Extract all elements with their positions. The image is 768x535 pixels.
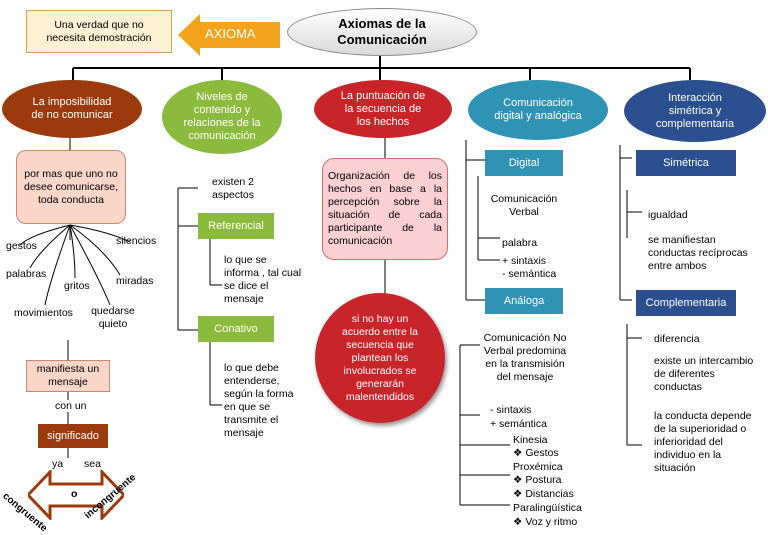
title-node: Axiomas de la Comunicación <box>287 8 477 56</box>
header-interaccion-text: Interacción simétrica y complementaria <box>655 91 735 130</box>
paraling-label: Paralingüística <box>513 502 582 514</box>
col1-box-text: por mas que uno no desee comunicarse, to… <box>24 167 118 206</box>
digital-text: Digital <box>508 157 540 169</box>
conativo-box: Conativo <box>198 316 274 342</box>
dig-text: Comunicación Verbal <box>490 193 558 218</box>
word-gritos: gritos <box>64 280 90 292</box>
col2-intro: existen 2 aspectos <box>212 176 255 201</box>
kinesia-label: Kinesia <box>513 434 548 446</box>
simetrica-box: Simétrica <box>636 150 736 176</box>
ya-label: ya <box>52 458 64 470</box>
digital-box: Digital <box>485 150 563 176</box>
con-text: lo que debe entenderse, según la forma e… <box>224 362 294 439</box>
col3-box: Organización de los hechos en base a la … <box>322 158 448 260</box>
word-gestos: gestos <box>6 240 37 252</box>
voz-label: ❖ Voz y ritmo <box>513 516 578 528</box>
semantica-label: - semántica <box>502 268 557 280</box>
semantica2-label: + semántica <box>490 418 547 430</box>
referencial-text: Referencial <box>208 220 264 232</box>
header-puntuacion-text: La puntuación de la secuencia de los hec… <box>340 89 426 128</box>
sintaxis2-label: - sintaxis <box>490 404 532 416</box>
simetrica-text: Simétrica <box>663 157 709 169</box>
analoga-box: Análoga <box>485 288 563 314</box>
con-un-label: con un <box>55 400 87 412</box>
comp-text1: existe un intercambio de diferentes cond… <box>654 355 754 393</box>
word-movimientos: movimientos <box>14 307 73 319</box>
header-niveles: Niveles de contenido y relaciones de la … <box>162 80 282 154</box>
sintaxis-label: + sintaxis <box>502 255 547 267</box>
palabra-label: palabra <box>502 237 538 249</box>
conativo-text: Conativo <box>214 323 258 335</box>
word-quedarse-quieto: quedarse quieto <box>91 305 135 330</box>
double-arrow-icon <box>28 470 124 520</box>
complementaria-box: Complementaria <box>636 290 736 316</box>
axioma-label: AXIOMA <box>205 26 256 41</box>
sim-text: se manifiestan conductas recíprocas entr… <box>648 234 748 272</box>
proxemica-label: Proxémica <box>513 461 563 473</box>
header-digital-analogica: Comunicación digital y analógica <box>468 80 608 140</box>
gestos-label: ❖ Gestos <box>513 447 559 459</box>
diferencia-label: diferencia <box>654 333 700 345</box>
header-imposibilidad-text: La imposibilidad de no comunicar <box>31 96 113 121</box>
o-label: o <box>71 488 78 500</box>
col3-circle-text: si no hay un acuerdo entre la secuencia … <box>342 312 418 403</box>
header-interaccion: Interacción simétrica y complementaria <box>624 80 766 142</box>
sea-label: sea <box>84 458 101 470</box>
header-digital-analogica-text: Comunicación digital y analógica <box>494 97 582 122</box>
ref-text: lo que se informa , tal cual se dice el … <box>224 254 302 305</box>
word-miradas: miradas <box>116 275 154 287</box>
significado-text: significado <box>47 430 99 442</box>
axioma-arrow-icon <box>178 14 280 56</box>
col1-box2-text: manifiesta un mensaje <box>36 363 100 388</box>
analoga-text: Análoga <box>503 295 545 307</box>
ana-text: Comunicación No Verbal predomina en la t… <box>483 332 567 383</box>
col1-box: por mas que uno no desee comunicarse, to… <box>16 150 126 224</box>
distancias-label: ❖ Distancias <box>513 488 574 500</box>
word-palabras: palabras <box>6 268 47 280</box>
col1-box2: manifiesta un mensaje <box>26 360 110 392</box>
col3-box-text: Organización de los hechos en base a la … <box>328 170 442 247</box>
comp-text2: la conducta depende de la superioridad o… <box>654 410 752 474</box>
title-text: Axiomas de la Comunicación <box>337 16 427 47</box>
significado-box: significado <box>38 424 108 448</box>
word-silencios: silencios <box>116 235 157 247</box>
col3-circle: si no hay un acuerdo entre la secuencia … <box>315 293 445 423</box>
header-imposibilidad: La imposibilidad de no comunicar <box>2 80 142 138</box>
header-niveles-text: Niveles de contenido y relaciones de la … <box>183 91 261 142</box>
header-puntuacion: La puntuación de la secuencia de los hec… <box>314 80 452 138</box>
axioma-definition: Una verdad que no necesita demostración <box>46 18 152 44</box>
igualdad-label: igualdad <box>648 209 688 221</box>
postura-label: ❖ Postura <box>513 474 562 486</box>
referencial-box: Referencial <box>198 213 274 239</box>
axioma-definition-box: Una verdad que no necesita demostración <box>26 10 172 53</box>
complementaria-text: Complementaria <box>645 297 727 309</box>
